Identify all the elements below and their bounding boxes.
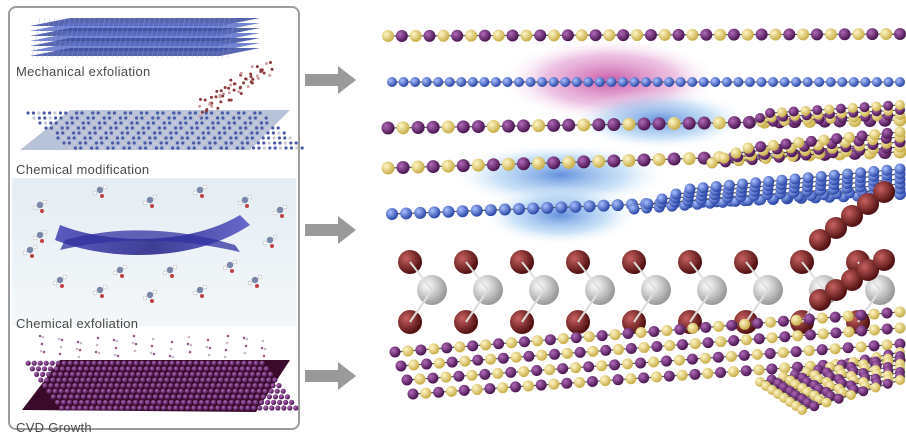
label-chemical-exfoliation: Chemical exfoliation: [16, 316, 139, 331]
cvd-growth-illustration: [22, 334, 299, 412]
layered-heterostructure: [381, 28, 906, 415]
methods-panel-frame: [8, 6, 300, 430]
arrow-1: [305, 66, 356, 94]
label-mechanical-exfoliation: Mechanical exfoliation: [16, 64, 151, 79]
mechanical-exfoliation-illustration: [30, 17, 260, 59]
label-chemical-modification: Chemical modification: [16, 162, 150, 177]
chemical-exfoliation-illustration: [22, 184, 288, 303]
label-cvd-growth: CVD Growth: [16, 420, 92, 435]
arrow-2: [305, 216, 356, 244]
arrow-3: [305, 362, 356, 390]
chemical-modification-illustration: [20, 60, 304, 150]
